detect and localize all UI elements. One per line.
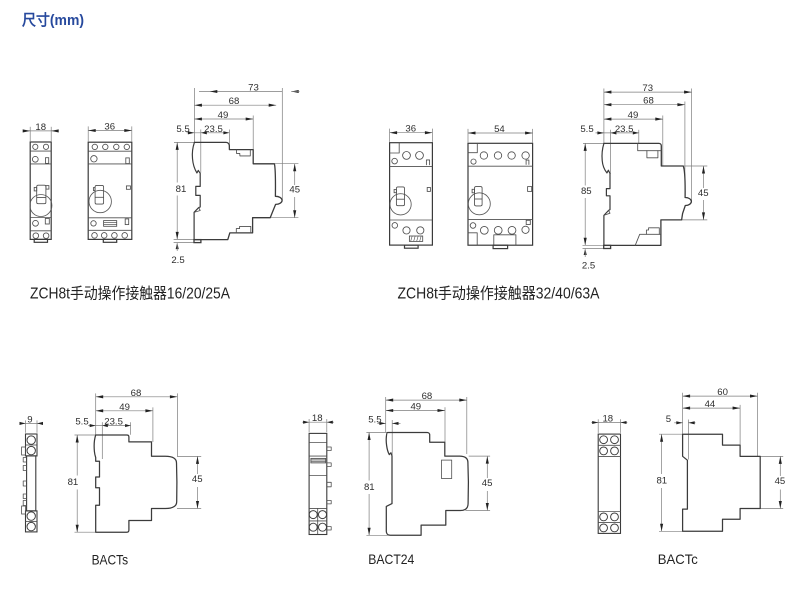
svg-text:60: 60 xyxy=(717,387,728,398)
svg-text:5.5: 5.5 xyxy=(368,414,381,425)
svg-text:73: 73 xyxy=(248,83,259,94)
svg-text:49: 49 xyxy=(628,110,639,121)
svg-text:44: 44 xyxy=(705,399,716,410)
svg-text:5.5: 5.5 xyxy=(580,124,593,135)
svg-text:68: 68 xyxy=(229,96,240,107)
svg-text:81: 81 xyxy=(364,482,375,493)
svg-text:45: 45 xyxy=(192,474,203,485)
svg-text:BACT24: BACT24 xyxy=(368,552,414,567)
svg-text:23.5: 23.5 xyxy=(204,124,223,135)
svg-text:45: 45 xyxy=(775,476,786,487)
svg-text:5.5: 5.5 xyxy=(176,124,189,135)
svg-text:ZCH8t手动操作接触器32/40/63A: ZCH8t手动操作接触器32/40/63A xyxy=(398,286,601,303)
svg-text:2.5: 2.5 xyxy=(171,255,184,266)
svg-text:81: 81 xyxy=(656,476,667,487)
svg-text:49: 49 xyxy=(410,402,421,413)
svg-text:9: 9 xyxy=(27,414,32,425)
svg-text:5: 5 xyxy=(666,414,671,425)
svg-text:68: 68 xyxy=(131,388,142,399)
svg-text:2.5: 2.5 xyxy=(582,260,595,271)
svg-text:18: 18 xyxy=(312,413,323,424)
svg-text:85: 85 xyxy=(581,186,592,197)
svg-text:BACTs: BACTs xyxy=(92,553,129,568)
svg-text:68: 68 xyxy=(422,391,433,402)
svg-text:81: 81 xyxy=(176,184,187,195)
svg-text:ZCH8t手动操作接触器16/20/25A: ZCH8t手动操作接触器16/20/25A xyxy=(30,286,231,303)
svg-text:45: 45 xyxy=(482,478,493,489)
svg-text:36: 36 xyxy=(104,122,115,133)
svg-text:54: 54 xyxy=(494,124,505,135)
svg-text:81: 81 xyxy=(68,477,79,488)
svg-text:73: 73 xyxy=(642,83,653,94)
svg-text:45: 45 xyxy=(289,185,300,196)
svg-text:49: 49 xyxy=(218,110,229,121)
svg-text:23.5: 23.5 xyxy=(104,417,123,428)
svg-text:5.5: 5.5 xyxy=(75,417,88,428)
svg-text:18: 18 xyxy=(35,122,46,133)
svg-text:BACTc: BACTc xyxy=(658,552,698,567)
svg-text:18: 18 xyxy=(602,414,613,425)
svg-text:23.5: 23.5 xyxy=(615,124,634,135)
svg-text:45: 45 xyxy=(698,188,709,199)
svg-text:尺寸(mm): 尺寸(mm) xyxy=(22,11,84,29)
svg-text:36: 36 xyxy=(405,124,416,135)
svg-text:68: 68 xyxy=(643,96,654,107)
svg-text:49: 49 xyxy=(119,402,130,413)
